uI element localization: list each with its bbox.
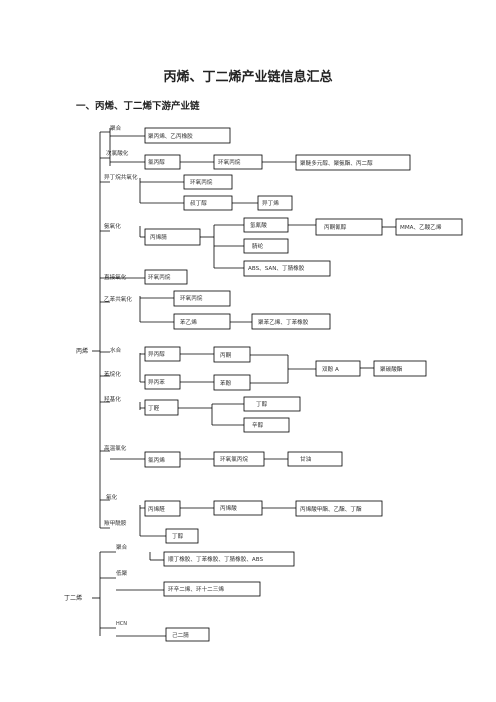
product-polypropylene-epr: 聚丙烯、乙丙橡胶 xyxy=(148,132,193,140)
process-labels: 聚合 次氯酸化 异丁烷共氧化 氨氧化 直接氧化 乙苯共氧化 水合 苯烷化 羟基化… xyxy=(104,124,138,627)
product-tert-butanol: 叔丁醇 xyxy=(190,199,207,207)
process-bd-oligomerization: 低聚 xyxy=(116,569,128,577)
product-rubbers-abs: 顺丁橡胶、丁苯橡胶、丁腈橡胶、ABS xyxy=(168,555,263,563)
page-title: 丙烯、丁二烯产业链信息汇总 xyxy=(163,70,333,85)
product-polyether-polyol: 聚醚多元醇、聚氨酯、丙二醇 xyxy=(300,159,373,167)
process-bd-hcn: HCN xyxy=(116,621,127,627)
product-butanol-2: 丁醇 xyxy=(172,532,184,540)
product-acrylic-acid: 丙烯酸 xyxy=(220,504,237,512)
process-high-temp-chlorination: 高温氯化 xyxy=(104,444,127,452)
product-adiponitrile: 己二腈 xyxy=(172,631,189,639)
product-propylene-oxide-4: 环氧丙烷 xyxy=(180,294,203,302)
product-acrylate-esters: 丙烯酸甲酯、乙酯、丁酯 xyxy=(300,505,362,513)
process-bd-polymerization: 聚合 xyxy=(116,543,128,551)
product-acetone-cyanohydrin: 丙酮氰醇 xyxy=(324,223,347,231)
product-propylene-oxide-1: 环氧丙烷 xyxy=(218,158,241,166)
process-ammoxidation: 氨氧化 xyxy=(104,222,121,230)
product-polystyrene-sbr: 聚苯乙烯、丁苯橡胶 xyxy=(258,318,309,326)
product-acetone: 丙酮 xyxy=(220,352,232,359)
product-bisphenol-a: 双酚 A xyxy=(322,365,339,373)
product-acrylonitrile: 丙烯腈 xyxy=(150,233,167,241)
product-polycarbonate: 聚碳酸酯 xyxy=(380,365,403,373)
product-propylene-oxide-3: 环氧丙烷 xyxy=(148,273,171,281)
product-butyraldehyde: 丁醛 xyxy=(148,404,160,412)
section-title: 一、丙烯、丁二烯下游产业链 xyxy=(76,101,200,112)
product-glycerol: 甘油 xyxy=(300,455,312,463)
process-direct-oxidation: 直接氧化 xyxy=(104,273,127,281)
process-polymerization: 聚合 xyxy=(110,124,122,132)
product-boxes xyxy=(144,127,463,642)
process-hypochlorination: 次氯酸化 xyxy=(106,149,129,157)
process-ethylbenzene-cooxidation: 乙苯共氧化 xyxy=(104,295,132,303)
product-hydrogen-cyanide: 氢氰酸 xyxy=(250,221,267,229)
product-octanol: 辛醇 xyxy=(252,421,264,429)
product-styrene: 苯乙烯 xyxy=(180,318,197,326)
process-carbonylation: 羰甲酰胺 xyxy=(104,519,127,527)
product-mma-vinyl-acetate: MMA、乙酸乙烯 xyxy=(400,223,442,231)
product-abs-san-nbr: ABS、SAN、丁腈橡胶 xyxy=(248,264,305,272)
root-butadiene: 丁二烯 xyxy=(64,594,82,602)
process-oxidation: 氧化 xyxy=(106,493,118,501)
product-cumene: 异丙苯 xyxy=(148,378,165,386)
product-allyl-chloride: 氯丙烯 xyxy=(148,456,165,464)
product-epichlorohydrin: 环氧氯丙烷 xyxy=(220,455,248,463)
product-acrylic-fiber: 腈纶 xyxy=(252,242,264,250)
root-propylene: 丙烯 xyxy=(76,347,88,355)
connector-lines xyxy=(92,128,396,637)
process-benzene-alkylation: 苯烷化 xyxy=(104,370,121,378)
process-hydroformylation: 羟基化 xyxy=(104,395,121,403)
product-phenol: 苯酚 xyxy=(220,379,232,387)
product-isopropanol: 异丙醇 xyxy=(148,350,165,358)
product-isobutylene: 异丁烯 xyxy=(262,199,279,207)
product-propylene-oxide-2: 环氧丙烷 xyxy=(190,178,213,186)
product-cyclooctadiene: 环辛二烯、环十二三烯 xyxy=(168,585,224,593)
root-labels: 丙烯 丁二烯 xyxy=(64,347,88,602)
product-acrolein: 丙烯醛 xyxy=(148,505,165,513)
product-labels: 聚丙烯、乙丙橡胶 氯丙醇 环氧丙烷 聚醚多元醇、聚氨酯、丙二醇 环氧丙烷 叔丁醇… xyxy=(148,132,442,639)
product-butanol-1: 丁醇 xyxy=(256,400,268,408)
process-hydration: 水合 xyxy=(110,346,122,354)
product-chloropropanol: 氯丙醇 xyxy=(148,158,165,166)
process-isobutane-cooxidation: 异丁烷共氧化 xyxy=(104,173,138,181)
